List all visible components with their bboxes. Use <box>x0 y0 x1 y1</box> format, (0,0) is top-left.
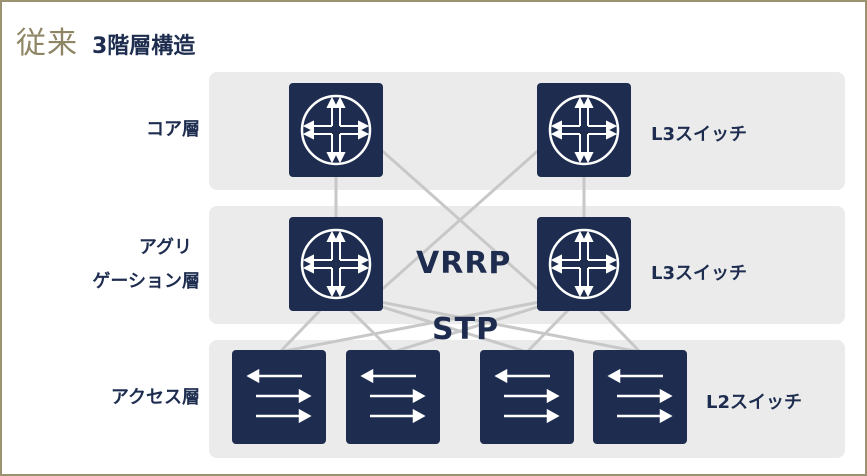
link-agg2-acc1 <box>279 298 551 354</box>
switch-arrows-icon <box>247 369 311 423</box>
router-crossing-arrows-icon <box>548 94 620 166</box>
vrrp-label: VRRP <box>416 246 512 281</box>
access-l2-switch-2 <box>346 350 440 444</box>
switch-arrows-icon <box>361 369 425 423</box>
page-subtitle: 3階層構造 <box>92 34 196 59</box>
aggregation-l3-switch-1 <box>289 217 383 311</box>
aggregation-layer-label-line2: ゲーション層 <box>92 271 200 292</box>
core-l3-switch-1 <box>289 83 383 177</box>
diagram-header: 従来 3階層構造 <box>16 18 195 62</box>
stp-label: STP <box>432 312 500 347</box>
core-l3-switch-2 <box>537 83 631 177</box>
link-agg1-acc3 <box>359 298 528 354</box>
router-crossing-arrows-icon <box>300 94 372 166</box>
core-layer-label: コア層 <box>146 119 200 140</box>
link-agg1-acc4 <box>369 298 641 354</box>
access-layer-label: アクセス層 <box>110 387 200 408</box>
router-crossing-arrows-icon <box>300 228 372 300</box>
switch-arrows-icon <box>495 369 559 423</box>
link-core2-agg1 <box>369 138 551 302</box>
access-l2-switch-1 <box>232 350 326 444</box>
aggregation-layer-label-line1: アグリ <box>138 237 192 258</box>
switch-arrows-icon <box>608 369 672 423</box>
access-l2-switch-3 <box>480 350 574 444</box>
access-device-label: L2スイッチ <box>706 392 802 413</box>
page-title: 従来 <box>16 26 78 61</box>
router-crossing-arrows-icon <box>548 228 620 300</box>
aggregation-l3-switch-2 <box>537 217 631 311</box>
link-agg2-acc2 <box>392 298 561 354</box>
core-device-label: L3スイッチ <box>651 124 747 145</box>
aggregation-device-label: L3スイッチ <box>651 263 747 284</box>
access-l2-switch-4 <box>593 350 687 444</box>
